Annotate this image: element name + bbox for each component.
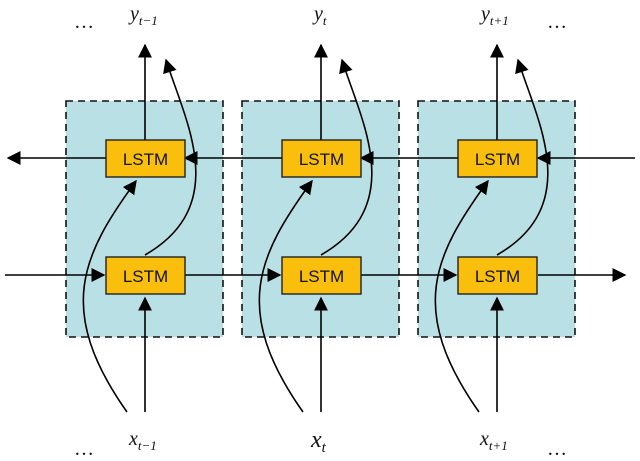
input-label-1-main: x <box>128 428 138 450</box>
output-label-3-main: y <box>479 3 490 25</box>
input-label-3-sub: t+1 <box>489 438 508 453</box>
output-label-2-main: y <box>312 3 323 25</box>
lstm-forward-1-label: LSTM <box>123 267 168 286</box>
input-label-2-main: x <box>310 427 322 453</box>
lstm-backward-1 <box>105 139 186 178</box>
input-label-3: xt+1 <box>479 428 508 453</box>
input-label-2: xt <box>310 427 327 456</box>
forward-to-output-curve-2 <box>320 58 373 256</box>
input-label-2-sub: t <box>322 440 327 456</box>
lstm-forward-3 <box>457 256 538 295</box>
input-label-3-main: x <box>479 428 489 450</box>
lstm-backward-1-label: LSTM <box>123 150 168 169</box>
lstm-forward-2-label: LSTM <box>299 267 344 286</box>
ellipsis-top-left: … <box>74 11 94 33</box>
output-label-2-sub: t <box>323 13 327 28</box>
lstm-forward-2 <box>281 256 362 295</box>
output-label-1: yt−1 <box>128 3 158 28</box>
input-label-1-sub: t−1 <box>138 438 157 453</box>
input-to-backward-curve-2 <box>258 179 313 413</box>
output-label-1-main: y <box>128 3 139 25</box>
input-label-1: xt−1 <box>128 428 157 453</box>
ellipsis-bottom-right: … <box>547 438 567 460</box>
output-label-2: yt <box>312 3 327 28</box>
lstm-backward-3-label: LSTM <box>475 150 520 169</box>
lstm-backward-3 <box>457 139 538 178</box>
forward-to-output-curve-1 <box>144 58 197 256</box>
ellipsis-top-right: … <box>547 11 567 33</box>
lstm-backward-2-label: LSTM <box>299 150 344 169</box>
output-label-3: yt+1 <box>479 3 509 28</box>
output-label-1-sub: t−1 <box>139 13 158 28</box>
input-to-backward-curve-3 <box>434 179 489 413</box>
ellipsis-bottom-left: … <box>74 438 94 460</box>
lstm-forward-1 <box>105 256 186 295</box>
lstm-forward-3-label: LSTM <box>475 267 520 286</box>
lstm-backward-2 <box>281 139 362 178</box>
forward-to-output-curve-3 <box>496 58 549 256</box>
output-label-3-sub: t+1 <box>490 13 509 28</box>
input-to-backward-curve-1 <box>82 179 137 413</box>
